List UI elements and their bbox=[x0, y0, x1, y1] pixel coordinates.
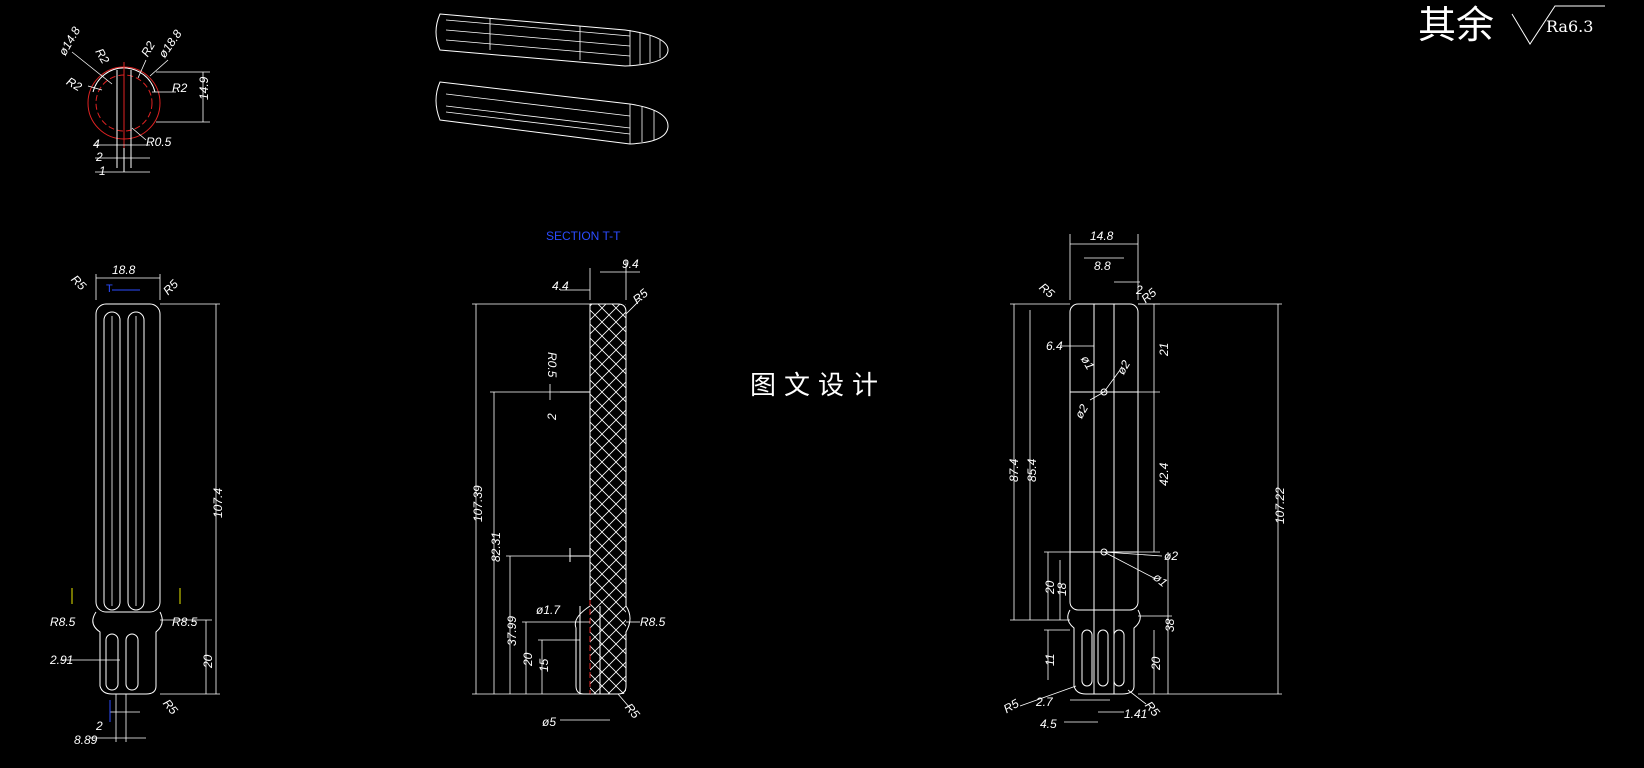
isometric-view-upper bbox=[435, 13, 669, 67]
leader-r2-top bbox=[137, 59, 147, 79]
dim-11: 11 bbox=[1043, 654, 1057, 666]
section-hatch bbox=[590, 304, 626, 694]
iso-body-outline-1 bbox=[435, 13, 669, 67]
dim-8-8: 8.8 bbox=[1094, 259, 1111, 273]
right-front-view: 14.8 8.8 2 R5 R5 6.4 ø1 ø2 ø2 21 87.4 85… bbox=[1001, 229, 1287, 731]
dim-r2-c: R2 bbox=[64, 74, 85, 94]
dim-2: 2 bbox=[1135, 283, 1143, 297]
dim-20: 20 bbox=[521, 652, 535, 667]
leader-d2-a bbox=[1103, 369, 1121, 393]
end-slot-3 bbox=[1113, 629, 1125, 687]
dim-r5-bl: R5 bbox=[1001, 696, 1022, 716]
dim-r2-b: R2 bbox=[138, 39, 158, 60]
dim-2: 2 bbox=[95, 150, 103, 164]
roughness-symbol bbox=[1511, 5, 1605, 45]
dim-15: 15 bbox=[537, 658, 551, 672]
end-spline-outline bbox=[92, 611, 163, 695]
end-slot-1 bbox=[105, 633, 119, 691]
leader-r5-bl bbox=[1019, 685, 1077, 707]
end-slot-1 bbox=[1081, 629, 1093, 687]
dim-21: 21 bbox=[1157, 343, 1171, 357]
dim-107-39: 107.39 bbox=[471, 485, 485, 522]
dim-2-7: 2.7 bbox=[1035, 695, 1054, 709]
dim-r2-d: R2 bbox=[172, 81, 188, 95]
dim-d2-b: ø2 bbox=[1072, 402, 1091, 421]
body-outline bbox=[95, 303, 161, 613]
dim-8-89: 8.89 bbox=[74, 733, 98, 747]
dim-r8-5-right: R8.5 bbox=[172, 615, 198, 629]
dim-4: 4 bbox=[93, 137, 100, 151]
dim-18: 18 bbox=[1055, 582, 1069, 596]
iso-body-outline-2 bbox=[435, 81, 669, 145]
dim-d1-b: ø1 bbox=[1150, 570, 1170, 590]
dim-38: 38 bbox=[1163, 618, 1177, 632]
dim-r0-5: R0.5 bbox=[146, 135, 172, 149]
leader-r2-left bbox=[87, 85, 103, 91]
dim-20-a: 20 bbox=[1043, 580, 1057, 595]
dim-2: 2 bbox=[545, 413, 559, 421]
roughness-value: Ra6.3 bbox=[1546, 17, 1593, 36]
dim-20: 20 bbox=[201, 654, 215, 669]
leader-d1-b bbox=[1103, 551, 1155, 579]
leader-d14-8 bbox=[71, 51, 113, 85]
dim-r2-a: R2 bbox=[92, 46, 112, 67]
leader-r5-bottom bbox=[617, 693, 631, 709]
roughness-prefix: 其余 bbox=[1418, 3, 1494, 47]
dim-d1-a: ø1 bbox=[1078, 353, 1097, 372]
dim-82-31: 82.31 bbox=[489, 532, 503, 562]
dim-14-8: 14.8 bbox=[1090, 229, 1114, 243]
end-slot-2 bbox=[125, 633, 139, 691]
body-outline bbox=[1069, 303, 1139, 611]
dim-1: 1 bbox=[99, 164, 106, 178]
leader-d2-c bbox=[1103, 551, 1163, 557]
section-mark-t: T bbox=[106, 283, 113, 295]
iso-spline-2 bbox=[629, 104, 655, 144]
iso-spline-1 bbox=[629, 30, 661, 66]
dim-r8-5: R8.5 bbox=[640, 615, 666, 629]
dim-6-4: 6.4 bbox=[1046, 339, 1063, 353]
dim-2-91: 2.91 bbox=[49, 653, 73, 667]
iso-body-grooves-2 bbox=[445, 93, 631, 135]
dim-2-bottom: 2 bbox=[95, 719, 103, 733]
end-slot-2 bbox=[1097, 629, 1109, 687]
roughness-note: 其余 Ra6.3 bbox=[1418, 3, 1605, 47]
section-outline bbox=[574, 303, 631, 695]
leader-r5-br bbox=[1127, 689, 1147, 705]
leader-r0-5 bbox=[131, 127, 147, 141]
dim-18-8: 18.8 bbox=[112, 263, 136, 277]
leader-d18-8 bbox=[149, 59, 169, 77]
dim-d2-a: ø2 bbox=[1114, 358, 1133, 377]
dim-r8-5-left: R8.5 bbox=[50, 615, 76, 629]
groove-2 bbox=[127, 311, 145, 611]
dim-107-4: 107.4 bbox=[211, 488, 225, 518]
iso-body-grooves-1 bbox=[445, 18, 631, 60]
dim-87-4: 87.4 bbox=[1007, 458, 1021, 482]
dim-4-4: 4.4 bbox=[552, 279, 569, 293]
dim-4-5: 4.5 bbox=[1040, 717, 1057, 731]
section-t-t-view: SECTION T-T 9.4 4.4 bbox=[471, 229, 666, 729]
groove-1 bbox=[103, 311, 121, 611]
leader-r5-top bbox=[625, 299, 641, 315]
hole-upper bbox=[1100, 388, 1108, 396]
dim-85-4: 85.4 bbox=[1025, 458, 1039, 482]
dim-107-22: 107.22 bbox=[1273, 487, 1287, 524]
dim-d5: ø5 bbox=[542, 715, 556, 729]
dim-42-4: 42.4 bbox=[1157, 462, 1171, 486]
dim-1-41: 1.41 bbox=[1124, 707, 1147, 721]
dim-20-b: 20 bbox=[1149, 656, 1163, 671]
dim-d2-c: ø2 bbox=[1164, 549, 1178, 563]
dim-37-99: 37.99 bbox=[505, 616, 519, 646]
end-spline-outline bbox=[1067, 609, 1141, 695]
leader-d2-b bbox=[1089, 391, 1105, 401]
dim-9-4: 9.4 bbox=[622, 257, 639, 271]
dim-14-9: 14.9 bbox=[197, 76, 211, 100]
dim-d1-7: ø1.7 bbox=[536, 603, 561, 617]
center-title: 图文设计 bbox=[750, 371, 886, 401]
section-label: SECTION T-T bbox=[546, 229, 621, 243]
isometric-view-lower bbox=[435, 81, 669, 145]
dim-r0-5: R0.5 bbox=[545, 352, 559, 378]
